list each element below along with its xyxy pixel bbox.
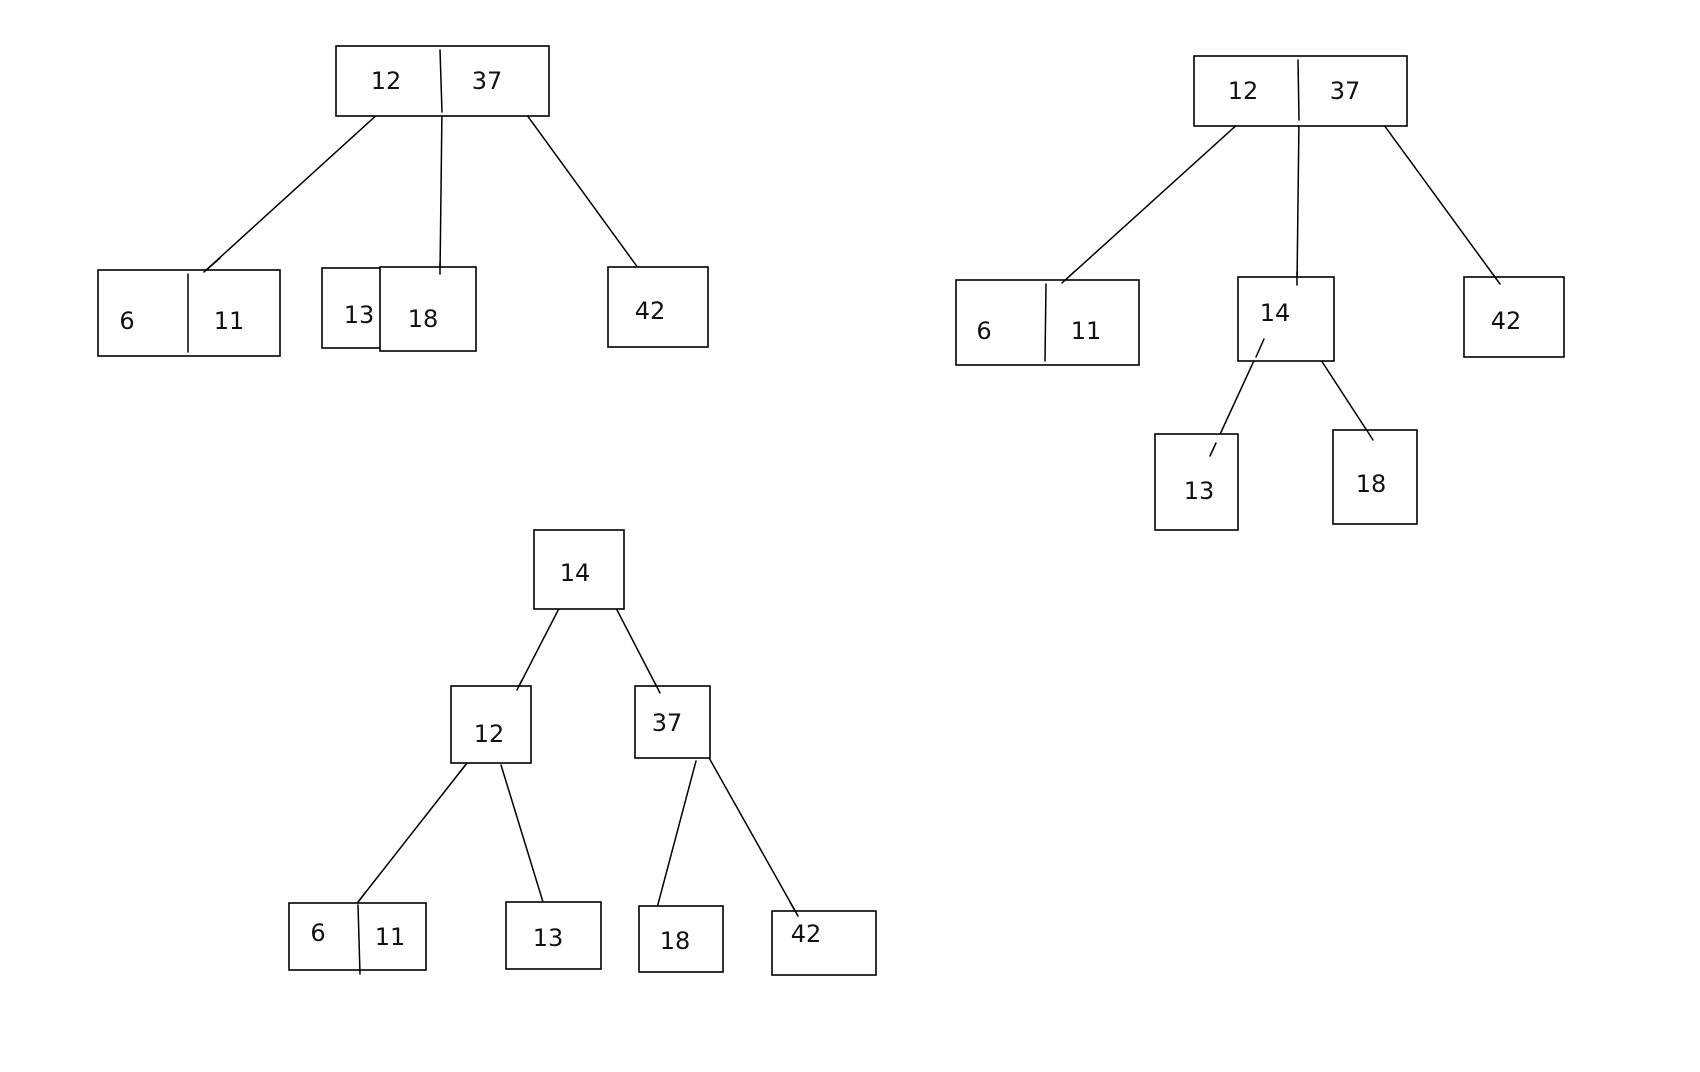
node-key: 37: [652, 709, 683, 737]
edge: [439, 107, 443, 275]
node-key: 12: [474, 720, 505, 748]
node-key: 11: [214, 307, 245, 335]
edge: [203, 111, 381, 273]
edge: [1318, 356, 1374, 441]
node-key: 18: [660, 927, 691, 955]
tree-node: 42: [1463, 276, 1565, 358]
node-key: 14: [560, 559, 591, 587]
tree-node: 18: [638, 905, 724, 973]
edge: [1061, 121, 1241, 284]
tree-node: 6 11: [955, 279, 1140, 366]
node-key: 6: [976, 317, 991, 345]
node-key: 6: [310, 919, 325, 947]
tree-node: 13: [321, 267, 383, 349]
tree-node: 6 11: [97, 269, 281, 357]
edge: [656, 760, 697, 909]
edge: [1296, 117, 1300, 286]
node-key: 6: [119, 307, 134, 335]
edge: [357, 762, 468, 903]
node-key: 13: [533, 924, 564, 952]
tree-node: 18: [1332, 429, 1418, 525]
edge: [500, 764, 544, 903]
node-key: 18: [1356, 470, 1387, 498]
node-key: 42: [1491, 307, 1522, 335]
diagram-a: 12 37 6 11 13 18 42: [97, 45, 709, 357]
tree-node: 42: [771, 910, 877, 976]
node-key: 13: [1184, 477, 1215, 505]
tree-node: 37: [634, 685, 711, 759]
tree-node: 12 37: [1193, 55, 1408, 127]
node-key: 42: [635, 297, 666, 325]
tree-node: 6 11: [288, 902, 427, 975]
node-key: 12: [1228, 77, 1259, 105]
node-key: 37: [1330, 77, 1361, 105]
node-key: 11: [375, 923, 406, 951]
edge: [707, 755, 799, 917]
tree-node: 18: [379, 266, 477, 352]
tree-node: 14: [1237, 276, 1335, 362]
diagram-b: 12 37 6 11 14 42 13 18: [955, 55, 1565, 531]
edge: [1372, 109, 1501, 285]
node-key: 18: [408, 305, 439, 333]
tree-node: 42: [607, 266, 709, 348]
tree-node: 14: [533, 529, 625, 610]
tree-node: 13: [1154, 433, 1239, 531]
node-key: 37: [472, 67, 503, 95]
node-key: 42: [791, 920, 822, 948]
diagram-c: 14 12 37 6 11 13 18: [288, 529, 877, 976]
node-key: 13: [344, 301, 375, 329]
tree-node: 13: [505, 901, 602, 970]
node-key: 14: [1260, 299, 1291, 327]
node-key: 11: [1071, 317, 1102, 345]
edge: [615, 607, 661, 694]
node-key: 12: [371, 67, 402, 95]
edge: [515, 99, 642, 273]
tree-node: 12: [450, 685, 532, 764]
tree-node: 12 37: [335, 45, 550, 117]
